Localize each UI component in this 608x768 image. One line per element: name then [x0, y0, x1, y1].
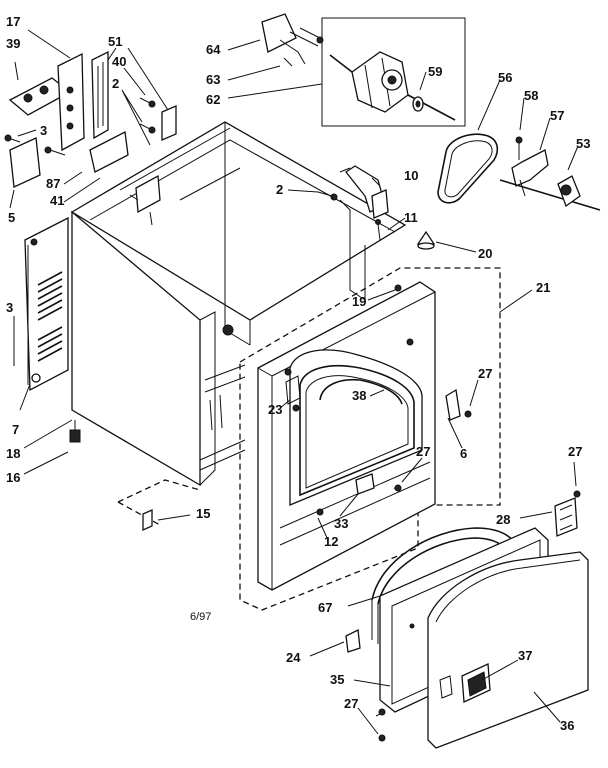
callout-15: 15 — [196, 506, 210, 521]
callout-62: 62 — [206, 92, 220, 107]
callout-3: 3 — [40, 123, 47, 138]
callout-24: 24 — [286, 650, 301, 665]
callout-19: 19 — [352, 294, 366, 309]
side-vent-panel — [24, 216, 69, 392]
callout-40: 40 — [112, 54, 126, 69]
callout-58: 58 — [524, 88, 538, 103]
callout-38: 38 — [352, 388, 366, 403]
callout-37: 37 — [518, 648, 532, 663]
callout-28: 28 — [496, 512, 510, 527]
callout-10: 10 — [404, 168, 418, 183]
callout-2b: 2 — [276, 182, 283, 197]
callout-7: 7 — [12, 422, 19, 437]
door-switch — [445, 388, 461, 421]
idler-assembly — [499, 136, 601, 211]
callout-51: 51 — [108, 34, 122, 49]
terminal-block-assembly — [8, 50, 129, 188]
callout-59: 59 — [428, 64, 442, 79]
callout-33: 33 — [334, 516, 348, 531]
dashed-lower-guides — [117, 479, 201, 526]
callout-53: 53 — [576, 136, 590, 151]
leader-lines — [9, 29, 579, 735]
screw-cluster — [4, 97, 177, 156]
callout-23: 23 — [268, 402, 282, 417]
callout-36: 36 — [560, 718, 574, 733]
callout-5: 5 — [8, 210, 15, 225]
callout-21: 21 — [536, 280, 550, 295]
motor-inset-box — [321, 17, 466, 127]
cabinet — [70, 121, 407, 487]
callout-20: 20 — [478, 246, 492, 261]
louvers — [37, 271, 63, 362]
control-box — [135, 174, 161, 214]
grommet — [416, 230, 436, 250]
callout-6: 6 — [460, 446, 467, 461]
callout-63: 63 — [206, 72, 220, 87]
callout-27: 27 — [478, 366, 492, 381]
thermostat — [317, 165, 389, 241]
door-catch — [355, 473, 375, 495]
callout-35: 35 — [330, 672, 344, 687]
date-code: 6/97 — [190, 611, 211, 623]
callout-17: 17 — [6, 14, 20, 29]
screw-19 — [394, 284, 402, 292]
callout-labels: 17 39 51 40 2 3 87 5 41 64 63 62 59 56 5… — [6, 14, 590, 733]
strike-24 — [345, 629, 361, 653]
drive-belt — [437, 133, 499, 204]
door-hinge — [554, 490, 581, 537]
clip-15 — [142, 508, 153, 532]
callout-18: 18 — [6, 446, 20, 461]
callout-2: 2 — [112, 76, 119, 91]
callout-27c: 27 — [568, 444, 582, 459]
leveling-leg — [69, 420, 81, 443]
callout-3b: 3 — [6, 300, 13, 315]
callout-87: 87 — [46, 176, 60, 191]
callout-41: 41 — [50, 193, 64, 208]
callout-57: 57 — [550, 108, 564, 123]
callout-12: 12 — [324, 534, 338, 549]
callout-56: 56 — [498, 70, 512, 85]
front-panel — [257, 281, 436, 591]
callout-11: 11 — [404, 210, 418, 225]
callout-27d: 27 — [344, 696, 358, 711]
callout-27b: 27 — [416, 444, 430, 459]
callout-39: 39 — [6, 36, 20, 51]
motor-bracket — [261, 13, 324, 67]
callout-64: 64 — [206, 42, 221, 57]
front-door — [427, 551, 589, 749]
callout-16: 16 — [6, 470, 20, 485]
callout-67: 67 — [318, 600, 332, 615]
